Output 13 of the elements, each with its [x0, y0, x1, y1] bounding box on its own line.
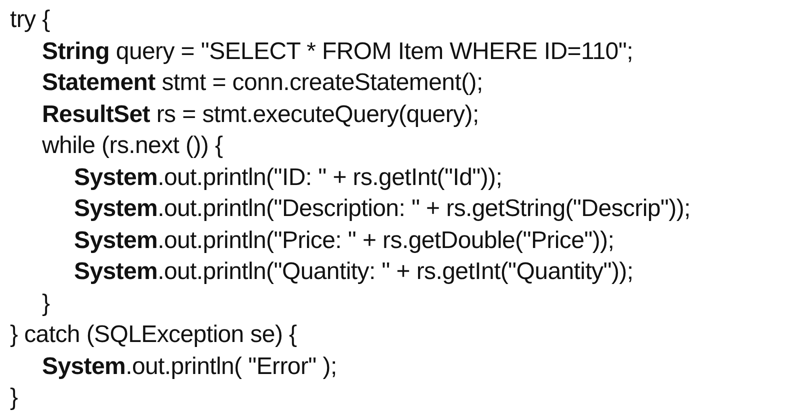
code-line: System.out.println("ID: " + rs.getInt("Id")); [74, 164, 502, 192]
code-line: ResultSet rs = stmt.executeQuery(query); [42, 100, 479, 128]
code-line: System.out.println("Description: " + rs.getString("Descrip")); [74, 195, 690, 223]
code-line: } catch (SQLException se) { [10, 321, 297, 349]
code-line: try { [10, 6, 50, 34]
code-line: while (rs.next ()) { [42, 132, 223, 160]
code-line: Statement stmt = conn.createStatement(); [42, 69, 483, 97]
code-line: System.out.println( "Error" ); [42, 352, 337, 380]
code-line: String query = "SELECT * FROM Item WHERE ID=110"; [42, 38, 633, 66]
code-line: System.out.println("Quantity: " + rs.getInt("Quantity")); [74, 258, 634, 286]
code-line: } [42, 290, 50, 318]
code-line: System.out.println("Price: " + rs.getDouble("Price")); [74, 226, 614, 254]
code-line: } [10, 384, 18, 412]
